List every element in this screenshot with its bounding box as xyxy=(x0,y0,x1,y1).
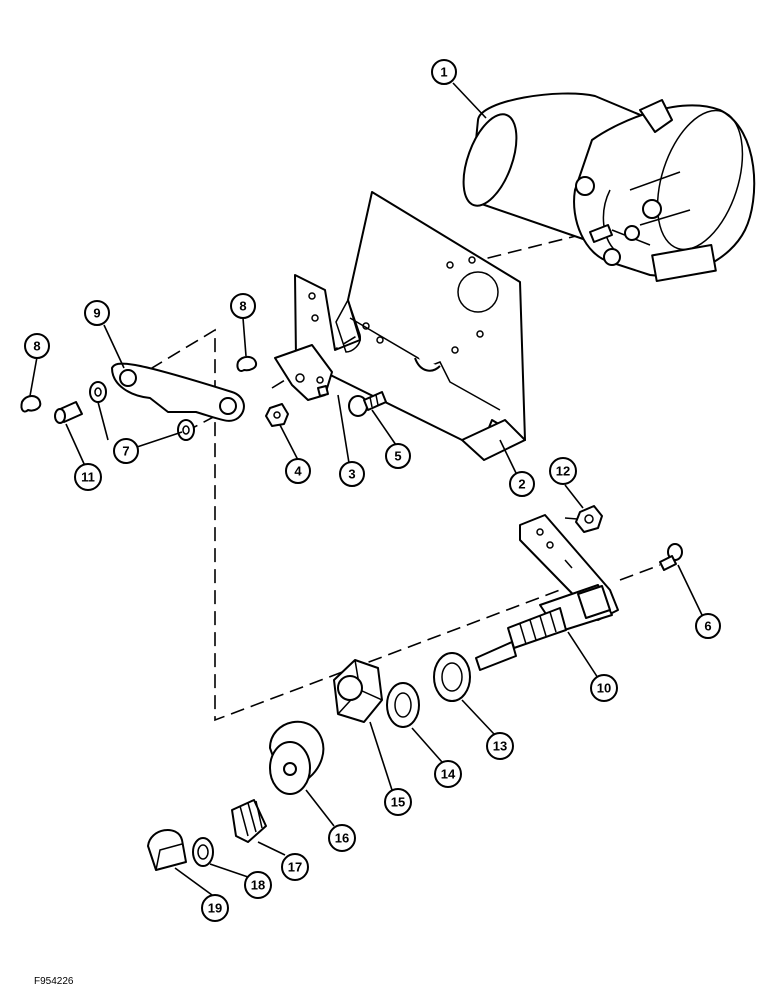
svg-text:17: 17 xyxy=(288,860,302,875)
callout-19: 19 xyxy=(201,894,229,922)
washer-14 xyxy=(386,682,420,728)
bracket xyxy=(294,191,526,461)
nut-12 xyxy=(575,505,603,533)
callout-15: 15 xyxy=(384,788,412,816)
washer-13 xyxy=(433,652,471,702)
screw-5 xyxy=(348,391,387,417)
svg-text:2: 2 xyxy=(518,477,525,492)
svg-text:7: 7 xyxy=(122,444,129,459)
svg-text:13: 13 xyxy=(493,739,507,754)
motor xyxy=(462,92,756,283)
svg-text:10: 10 xyxy=(597,681,611,696)
callout-8-left: 8 xyxy=(24,333,50,359)
callout-14: 14 xyxy=(434,760,462,788)
svg-text:4: 4 xyxy=(294,464,302,479)
washers-7 xyxy=(89,381,195,441)
cap-nut-19 xyxy=(147,829,187,871)
hex-nut-15 xyxy=(333,659,383,723)
callout-5: 5 xyxy=(385,443,411,469)
callout-9: 9 xyxy=(84,300,110,326)
svg-text:3: 3 xyxy=(348,467,355,482)
callout-7: 7 xyxy=(113,438,139,464)
small-bracket xyxy=(274,344,333,401)
nut-4 xyxy=(265,403,289,427)
callout-16: 16 xyxy=(328,824,356,852)
knob-16 xyxy=(269,720,325,795)
callout-11: 11 xyxy=(74,463,102,491)
callout-1: 1 xyxy=(431,59,457,85)
callout-3: 3 xyxy=(339,461,365,487)
svg-text:11: 11 xyxy=(81,470,95,485)
svg-text:8: 8 xyxy=(239,299,246,314)
link-plate xyxy=(111,362,245,422)
screw-6 xyxy=(659,543,683,571)
svg-text:9: 9 xyxy=(93,306,100,321)
callout-13: 13 xyxy=(486,732,514,760)
callout-2: 2 xyxy=(509,471,535,497)
callout-17: 17 xyxy=(281,853,309,881)
svg-text:18: 18 xyxy=(251,878,265,893)
pin-11 xyxy=(54,401,83,424)
collet-17 xyxy=(231,799,267,843)
callout-12: 12 xyxy=(549,457,577,485)
svg-text:1: 1 xyxy=(440,65,447,80)
leader-lines xyxy=(29,82,703,896)
svg-text:15: 15 xyxy=(391,795,405,810)
svg-text:16: 16 xyxy=(335,831,349,846)
svg-text:5: 5 xyxy=(394,449,401,464)
callout-18: 18 xyxy=(244,871,272,899)
figure-id: F954226 xyxy=(34,976,74,987)
callout-8-upper: 8 xyxy=(230,293,256,319)
callouts: 1 2 3 4 5 6 7 8 xyxy=(24,59,721,922)
svg-text:6: 6 xyxy=(704,619,711,634)
svg-text:14: 14 xyxy=(441,767,456,782)
lock-washer-18 xyxy=(192,837,214,867)
shaft-assembly xyxy=(475,514,619,671)
callout-6: 6 xyxy=(695,613,721,639)
callout-10: 10 xyxy=(590,674,618,702)
svg-text:8: 8 xyxy=(33,339,40,354)
svg-text:19: 19 xyxy=(208,901,222,916)
svg-text:12: 12 xyxy=(556,464,570,479)
callout-4: 4 xyxy=(285,458,311,484)
clips-8 xyxy=(20,355,258,413)
